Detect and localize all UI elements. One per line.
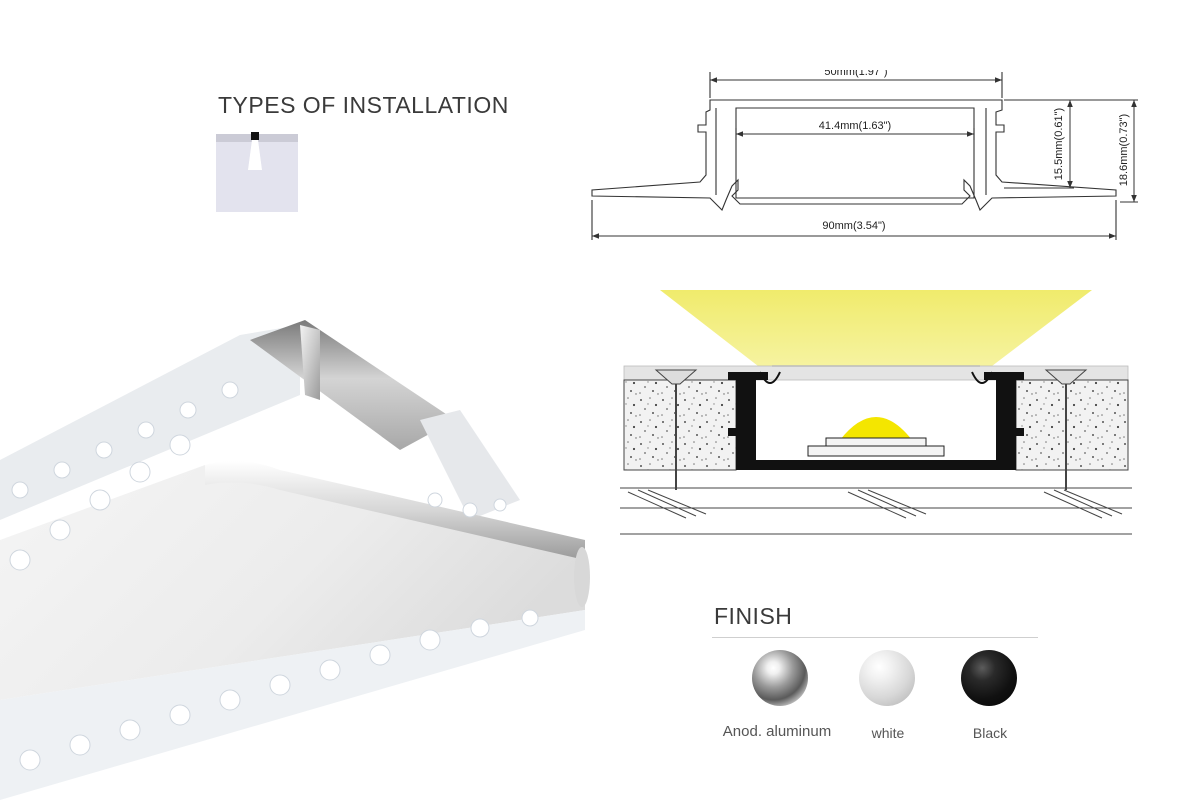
finish-divider <box>712 637 1038 638</box>
finish-label-black: Black <box>972 725 1008 741</box>
diffuser-clip-left <box>759 371 781 384</box>
profile-inner-cavity <box>735 107 975 199</box>
profile-outline <box>591 99 1117 211</box>
light-beam <box>660 290 1092 366</box>
right-flange <box>420 410 520 520</box>
extension-lines <box>591 72 1117 240</box>
flange-holes <box>9 381 539 771</box>
ceiling-board-right <box>1015 379 1129 471</box>
screws <box>654 369 1088 490</box>
profile-dimension-drawing: 50mm(1.97") 41.4mm(1.63") 90mm(3.54") 15… <box>591 70 1138 240</box>
dim-top-width-label: 50mm(1.97") <box>824 70 887 78</box>
dim-inner-width-label: 41.4mm(1.63") <box>819 120 891 132</box>
led-glow <box>840 417 912 440</box>
diffuser-edge <box>205 461 585 560</box>
finish-swatch-black <box>961 650 1017 706</box>
dim-total-height-label: 18.6mm(0.73") <box>1118 114 1130 186</box>
installation-cross-section <box>620 290 1132 535</box>
finish-label-anodized-aluminum: Anod. aluminum <box>722 723 832 740</box>
finish-label-white: white <box>871 725 905 741</box>
front-flange <box>0 610 585 800</box>
profile-wall <box>300 325 320 400</box>
finish-swatch-anodized-aluminum <box>752 650 808 706</box>
ceiling-joists <box>620 487 1132 535</box>
finish-swatch-white <box>859 650 915 706</box>
icon-fixture <box>251 132 259 140</box>
dim-total-width-label: 90mm(3.54") <box>822 220 885 232</box>
profile-wall-lines <box>715 108 987 195</box>
diffuser-end <box>574 547 590 607</box>
led-strip <box>807 445 945 457</box>
led-chip <box>825 437 927 447</box>
finish-title: FINISH <box>714 603 793 629</box>
ceiling-board-left <box>623 379 737 471</box>
installation-title: TYPES OF INSTALLATION <box>218 92 509 118</box>
icon-ceiling-top <box>216 128 298 134</box>
aluminium-profile <box>728 372 1024 470</box>
dim-inner-height-label: 15.5mm(0.61") <box>1053 108 1065 180</box>
icon-light-beam <box>248 140 262 170</box>
recessed-ceiling-icon <box>216 128 298 212</box>
profile-channel <box>250 320 455 450</box>
diffuser-clip-right <box>971 371 993 384</box>
product-render <box>0 320 590 800</box>
